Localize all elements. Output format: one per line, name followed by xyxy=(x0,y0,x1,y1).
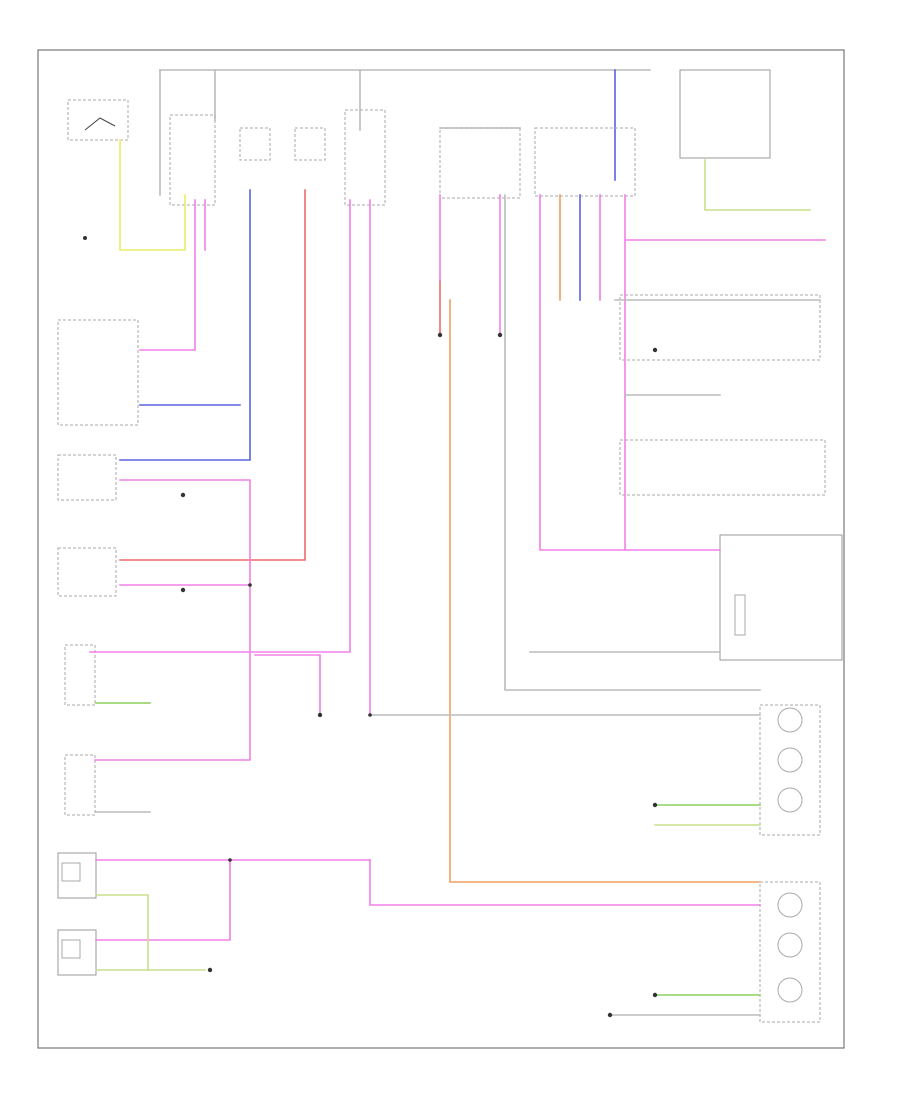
bulb-icon xyxy=(777,707,803,733)
fuse-block-left xyxy=(169,114,216,206)
right-license-lamp xyxy=(57,929,97,976)
left-license-lamp xyxy=(57,852,97,899)
ground-icon xyxy=(652,347,658,353)
module-center xyxy=(439,127,521,199)
ground-icon xyxy=(652,992,658,998)
fuse-block-center xyxy=(344,109,386,206)
bulbs xyxy=(61,594,803,1003)
hazard-switch xyxy=(67,99,129,240)
right-rear-lamp xyxy=(759,881,821,1023)
connector-icon xyxy=(228,858,232,862)
relay-b xyxy=(294,127,326,161)
ground-icon xyxy=(180,587,186,593)
ground-icon xyxy=(607,1012,613,1018)
supply-lines xyxy=(159,69,651,196)
headlamp-switch xyxy=(619,294,821,361)
bulb-icon xyxy=(734,594,746,636)
ground-icon xyxy=(207,967,213,973)
ground-icon xyxy=(317,712,323,718)
left-rear-lamp xyxy=(759,704,821,836)
wires xyxy=(89,139,826,1016)
components xyxy=(57,69,843,1023)
bulb-icon xyxy=(61,939,81,959)
right-side-repeater xyxy=(64,754,96,816)
trailer-module xyxy=(619,439,826,496)
bulb-icon xyxy=(777,932,803,958)
bulb-icon xyxy=(777,977,803,1003)
battery-junction-box xyxy=(679,69,771,159)
right-front-turn-lamp xyxy=(57,547,117,597)
ground-icon xyxy=(437,332,443,338)
turn-signal-switch xyxy=(57,319,139,426)
ground-icon xyxy=(652,802,658,808)
module-right xyxy=(534,127,636,197)
relay-a xyxy=(239,127,271,161)
diagram-frame xyxy=(37,49,845,1049)
bulb-icon xyxy=(61,862,81,882)
connector-icon xyxy=(368,713,372,717)
left-front-turn-lamp xyxy=(57,454,117,501)
ground-icon xyxy=(180,492,186,498)
bulb-icon xyxy=(777,787,803,813)
connector-icon xyxy=(248,583,252,587)
left-side-repeater xyxy=(64,644,96,706)
bulb-icon xyxy=(777,747,803,773)
bulb-icon xyxy=(777,892,803,918)
high-mount-stop-lamp xyxy=(719,534,843,661)
ground-icon xyxy=(497,332,503,338)
grounds xyxy=(180,332,658,1018)
